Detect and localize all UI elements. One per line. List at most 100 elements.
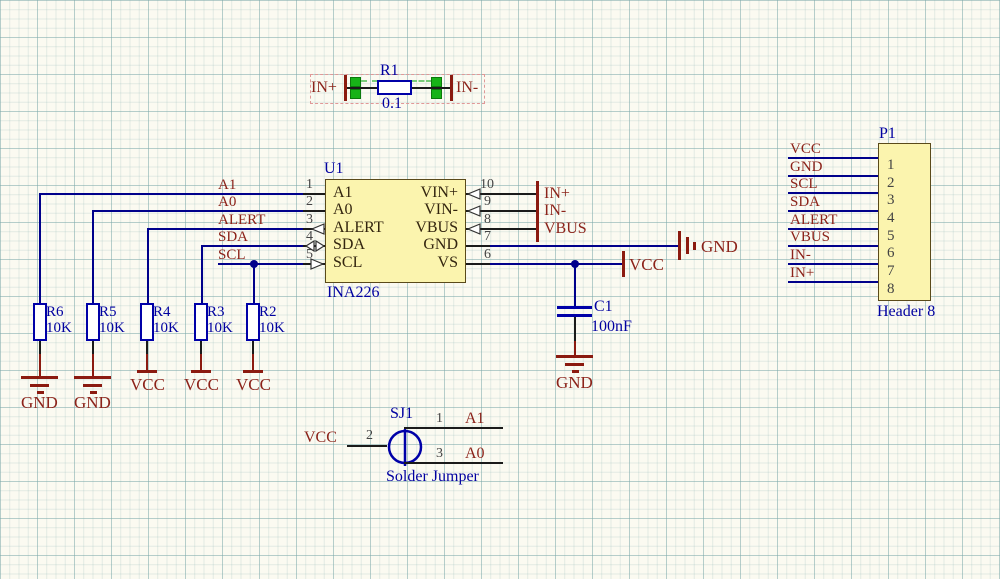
u1-designator: U1: [324, 160, 344, 177]
wire-r2-vcc: [252, 354, 254, 370]
wire-net-a1: [39, 193, 303, 195]
u1-pin8-number: 8: [484, 212, 491, 227]
wire-net-scl: [218, 263, 303, 265]
u1-pin8-name: VBUS: [415, 219, 458, 236]
pad-right-top: [431, 77, 442, 87]
wire-riser-r2: [253, 263, 255, 303]
gnd-symbol-c1: [556, 355, 593, 358]
pad-right-bottom: [431, 89, 442, 99]
wire-p1-pin2: [788, 175, 878, 177]
port-in-minus-bar: [450, 75, 453, 101]
u1-pin9-name: VIN-: [424, 201, 458, 218]
u1-port-in-plus: IN+: [544, 185, 570, 202]
p1-net-alert: ALERT: [790, 212, 838, 228]
gnd-symbol-r6-bar3: [37, 391, 44, 394]
u1-pin6-stub: [466, 263, 490, 265]
r4-ref: R4: [153, 304, 171, 320]
resistor-r2-body[interactable]: [246, 303, 260, 341]
pin-arrow-vinm-icon: [466, 205, 481, 217]
u1-ic-body[interactable]: [325, 179, 466, 283]
r6-net-label: GND: [21, 393, 58, 412]
p1-pin3-number: 3: [887, 192, 895, 208]
u1-pin3-number: 3: [306, 212, 313, 227]
pad-link-right: [411, 80, 432, 82]
u1-port-in-minus: IN-: [544, 202, 567, 219]
p1-pin6-number: 6: [887, 245, 895, 261]
wire-sj1-pin1: [404, 427, 503, 429]
pin-arrow-sda-bidir-icon: [304, 239, 326, 253]
vcc-symbol-r4: [137, 370, 157, 373]
pin-arrow-vinp-icon: [466, 188, 481, 200]
u1-pin10-name: VIN+: [420, 184, 458, 201]
u1-pin5-name: SCL: [333, 254, 363, 271]
p1-pin8-number: 8: [887, 281, 895, 297]
port-in-plus-bar: [344, 75, 347, 101]
wire-riser-r3: [201, 245, 203, 303]
shunt-selection-box: [310, 74, 485, 104]
wire-net-sda: [201, 245, 303, 247]
wire-riser-r6: [39, 193, 41, 303]
u1-part-number: INA226: [327, 284, 380, 301]
u1-pin10-number: 10: [480, 177, 494, 192]
p1-net-scl: SCL: [790, 176, 818, 192]
u1-pin5-number: 5: [306, 247, 313, 262]
u1-pin1-name: A1: [333, 184, 353, 201]
c1-plate-bottom[interactable]: [557, 314, 592, 317]
p1-net-in-plus: IN+: [790, 265, 815, 281]
wire-shunt-right: [412, 87, 450, 89]
resistor-r1-body[interactable]: [377, 80, 412, 95]
wire-net-a0: [92, 210, 303, 212]
wire-r4-vcc-stub: [146, 341, 148, 354]
gnd-symbol-c1-bar3: [572, 370, 579, 373]
r6-ref: R6: [46, 304, 64, 320]
port-in-minus-label: IN-: [456, 79, 479, 96]
port-bar-in-plus: [536, 181, 539, 207]
u1-pin2-name: A0: [333, 201, 353, 218]
p1-net-vbus: VBUS: [790, 229, 831, 245]
resistor-r6-body[interactable]: [33, 303, 47, 341]
wire-r4-vcc: [146, 354, 148, 370]
u1-pin7-number: 7: [484, 229, 491, 244]
r3-ref: R3: [207, 304, 225, 320]
net-label-a0: A0: [218, 194, 237, 210]
wire-c1-top: [574, 263, 576, 307]
r4-value: 10K: [153, 320, 179, 336]
u1-pin2-stub: [303, 210, 325, 212]
wire-p1-pin8: [788, 281, 878, 283]
resistor-r3-body[interactable]: [194, 303, 208, 341]
gnd-symbol-r6-bar2: [30, 384, 49, 387]
pin6-vcc-label: VCC: [629, 255, 664, 274]
wire-p1-pin6: [788, 245, 878, 247]
wire-vinp-port: [490, 193, 536, 195]
r1-designator: R1: [380, 62, 399, 79]
vcc-port-bar: [622, 251, 625, 277]
p1-header-body[interactable]: [878, 143, 931, 301]
wire-shunt-left: [347, 87, 378, 89]
u1-pin4-number: 4: [306, 229, 313, 244]
c1-plate-top[interactable]: [557, 306, 592, 309]
u1-port-vbus: VBUS: [544, 220, 587, 237]
u1-pin3-name: ALERT: [333, 219, 384, 236]
port-bar-in-minus: [536, 198, 539, 224]
u1-pin2-number: 2: [306, 194, 313, 209]
r2-net-label: VCC: [236, 375, 271, 394]
c1-ref: C1: [594, 298, 613, 315]
resistor-r5-body[interactable]: [86, 303, 100, 341]
r6-value: 10K: [46, 320, 72, 336]
sj1-pin3-number: 3: [436, 446, 443, 461]
wire-p1-pin3: [788, 192, 878, 194]
u1-pin4-name: SDA: [333, 236, 366, 253]
wire-r3-vcc: [200, 354, 202, 370]
p1-type: Header 8: [877, 303, 936, 320]
sj1-pin3-net: A0: [465, 445, 485, 462]
wire-r5-gnd: [92, 354, 94, 376]
resistor-r4-body[interactable]: [140, 303, 154, 341]
pin-arrow-vbus-icon: [466, 223, 481, 235]
gnd-port-bar2: [686, 237, 689, 254]
u1-pin6-name: VS: [437, 254, 458, 271]
sj1-designator: SJ1: [390, 405, 414, 422]
vcc-symbol-r3: [191, 370, 211, 373]
sj1-pin2-number: 2: [366, 428, 373, 443]
wire-p1-pin4: [788, 210, 878, 212]
